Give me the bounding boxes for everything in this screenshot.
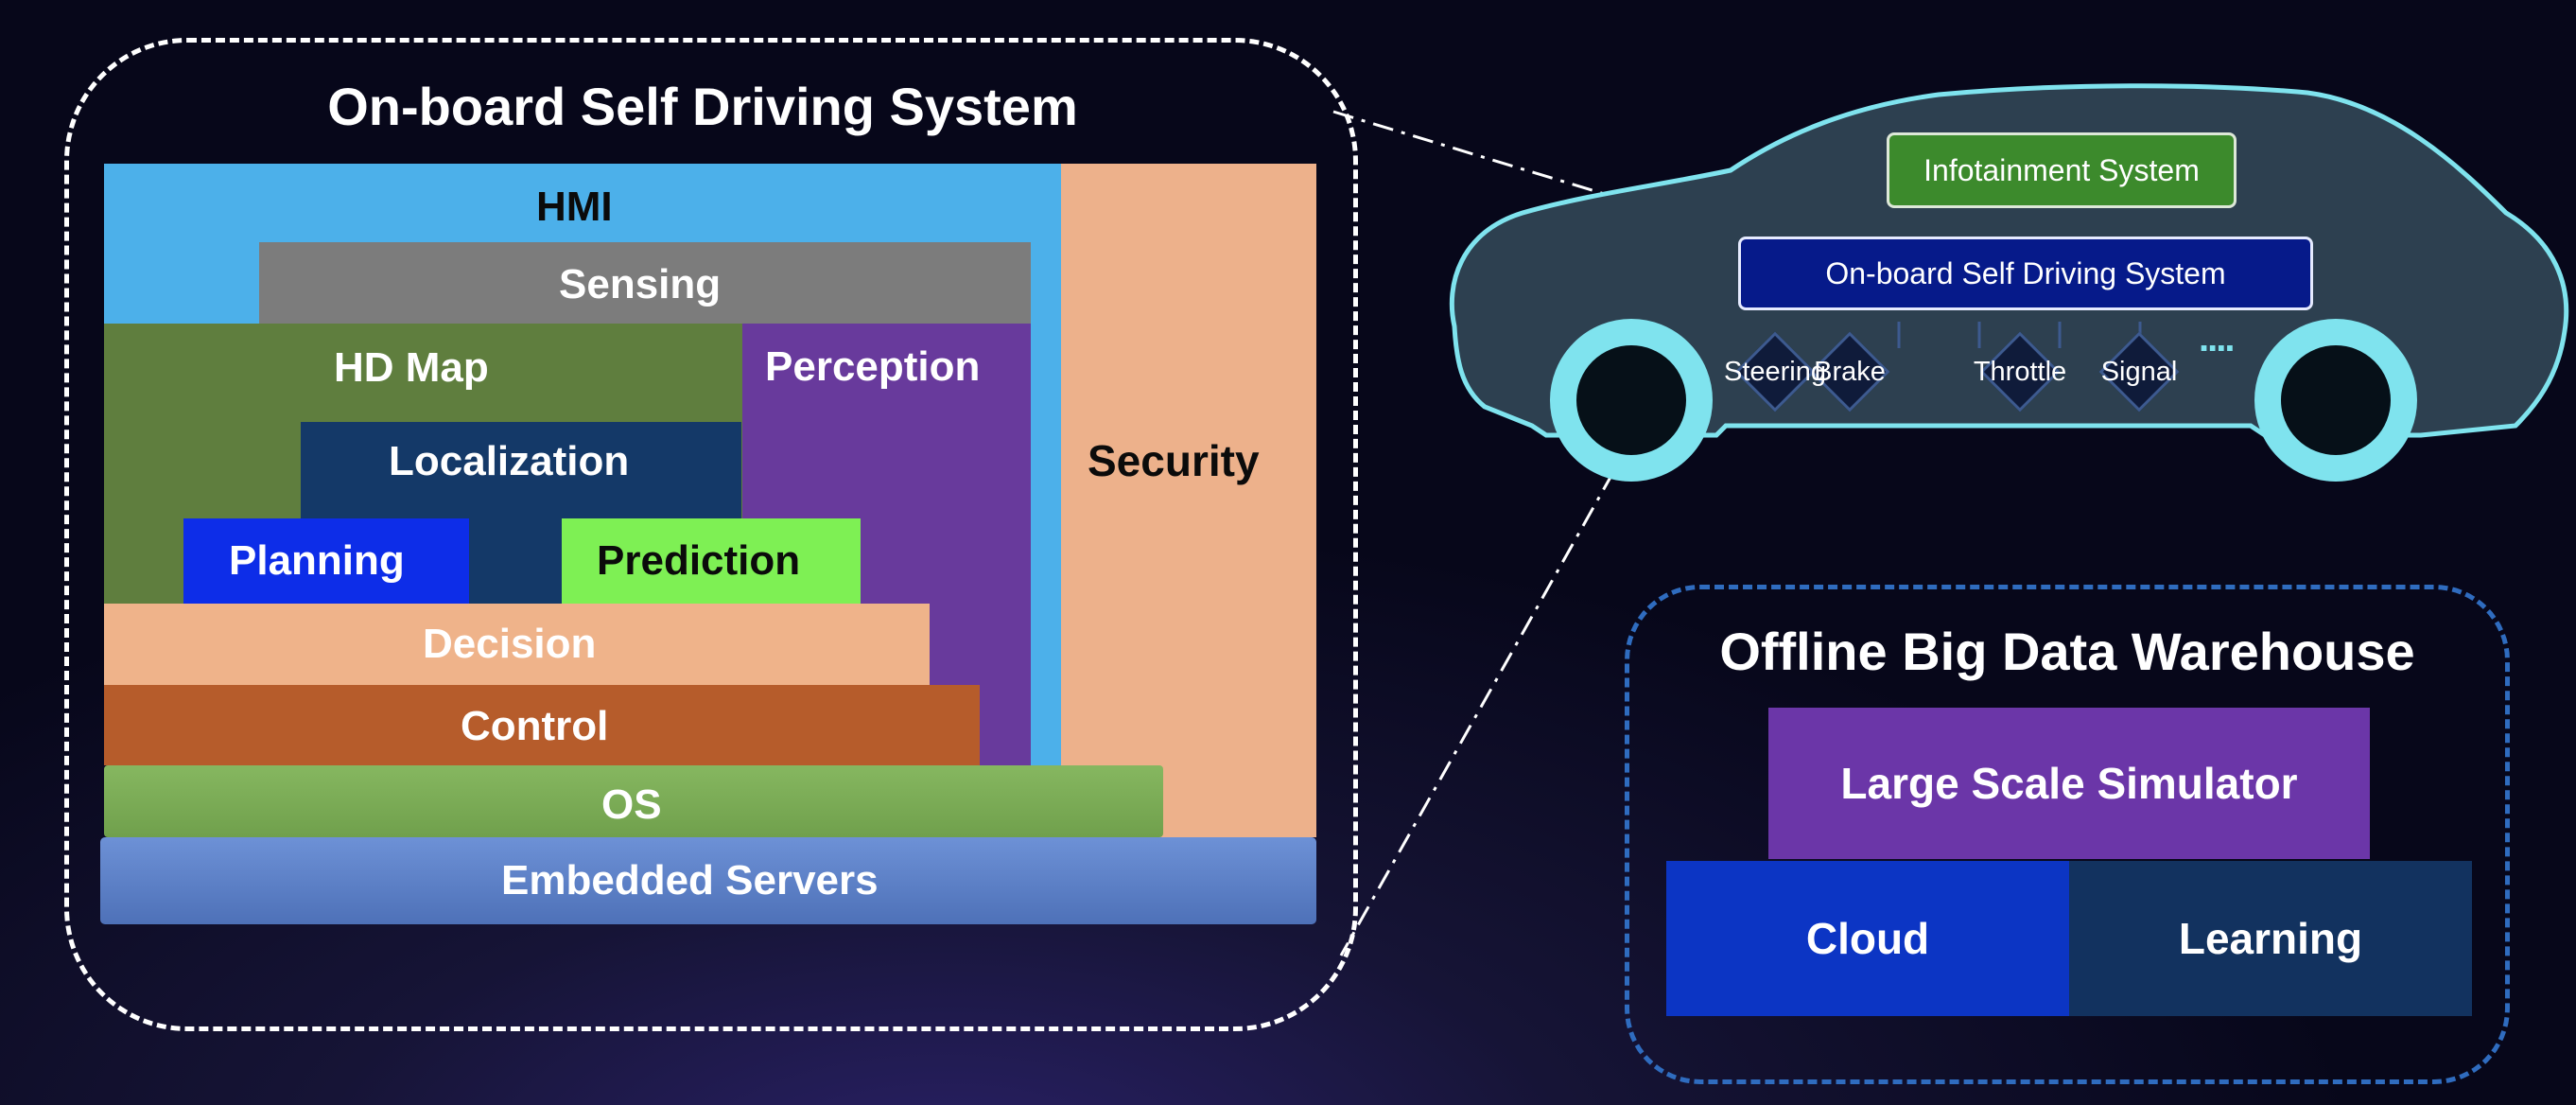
layer-hd-map-label: HD Map <box>334 344 489 391</box>
layer-decision: Decision <box>104 604 930 685</box>
layer-prediction: Prediction <box>562 518 861 604</box>
learning-box: Learning <box>2069 861 2472 1016</box>
large-scale-simulator-box: Large Scale Simulator <box>1768 708 2370 859</box>
layer-planning: Planning <box>183 518 469 604</box>
actuator-signal: Signal <box>2097 329 2182 414</box>
layer-prediction-label: Prediction <box>597 537 801 584</box>
layer-localization-label: Localization <box>389 438 630 484</box>
layer-os: OS <box>104 765 1163 837</box>
layer-embedded-servers-label: Embedded Servers <box>501 857 879 903</box>
layer-embedded-servers: Embedded Servers <box>100 837 1316 924</box>
layer-decision-label: Decision <box>423 621 597 667</box>
layer-os-label: OS <box>601 781 662 828</box>
layer-control-label: Control <box>461 703 609 749</box>
actuator-steering-label: Steering <box>1723 356 1826 387</box>
onboard-title: On-board Self Driving System <box>327 76 1078 136</box>
layer-hmi-label: HMI <box>536 184 613 230</box>
actuator-brake: Brake <box>1807 329 1892 414</box>
layer-sensing: Sensing <box>259 242 1031 324</box>
infotainment-system-box: Infotainment System <box>1887 132 2237 208</box>
cloud-box: Cloud <box>1666 861 2069 1016</box>
offline-title: Offline Big Data Warehouse <box>1719 621 2415 681</box>
actuator-signal-label: Signal <box>2100 356 2178 387</box>
layer-planning-label: Planning <box>229 537 405 584</box>
layer-control: Control <box>104 685 980 765</box>
layer-perception-label: Perception <box>765 343 981 390</box>
layer-security-label: Security <box>1088 436 1260 485</box>
actuator-more-ellipsis: .... <box>2199 318 2235 360</box>
layer-sensing-label: Sensing <box>559 261 722 307</box>
actuator-steering: Steering <box>1724 329 1826 414</box>
actuator-brake-label: Brake <box>1814 356 1886 387</box>
layer-security: Security <box>1061 164 1316 837</box>
actuator-throttle: Throttle <box>1974 329 2066 414</box>
actuator-throttle-label: Throttle <box>1973 356 2067 387</box>
car-onboard-system-box: On-board Self Driving System <box>1738 237 2313 310</box>
offline-panel <box>1625 585 2510 1084</box>
